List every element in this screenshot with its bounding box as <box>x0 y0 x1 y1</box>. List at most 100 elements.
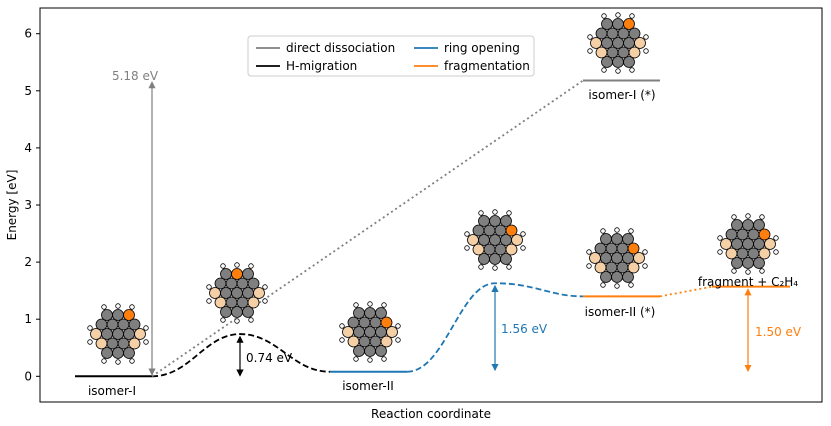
molecule-isomer-i-atom <box>128 318 141 331</box>
molecule-isomer-ii-hydrogen <box>353 356 359 362</box>
molecule-isomer-i-hydrogen <box>87 325 93 331</box>
molecule-isomer-ii-star-hydrogen <box>586 263 592 269</box>
molecule-isomer-i-atom <box>134 328 146 340</box>
molecule-isomer-i-atom <box>95 337 108 350</box>
molecule-h-migration-ts-atom <box>247 277 260 290</box>
molecule-isomer-ii-star-hydrogen <box>586 249 592 255</box>
y-axis-label: Energy [eV] <box>5 170 19 241</box>
legend: direct dissociation H-migration ring ope… <box>247 35 535 77</box>
ring-opening-curve <box>406 282 584 373</box>
molecule-isomer-i-atom <box>90 328 102 340</box>
level-label-isomer-i-star: isomer-I (*) <box>588 88 655 102</box>
y-tick-label-2: 2 <box>24 255 32 269</box>
molecule-isomer-i-hydrogen <box>143 339 149 345</box>
molecule-isomer-ii-atom <box>386 326 398 338</box>
molecule-isomer-ii-star-hydrogen <box>628 282 634 288</box>
molecule-isomer-ii-atom <box>347 335 360 348</box>
molecule-isomer-ii-star-hydrogen <box>628 228 634 234</box>
y-tick-label-1: 1 <box>24 312 32 326</box>
molecule-isomer-ii-atom <box>364 307 376 319</box>
molecule-isomer-ii-star-atom <box>600 233 612 245</box>
molecule-isomer-ii-hydrogen <box>395 337 401 343</box>
molecule-isomer-i-star-hydrogen <box>587 48 593 54</box>
molecule-ring-opening-ts-atom <box>478 215 490 227</box>
molecule-ring-opening-ts-hydrogen <box>464 245 470 251</box>
molecule-h-migration-ts-atom <box>220 268 232 280</box>
molecule-isomer-ii-hydrogen <box>367 301 373 307</box>
molecule-isomer-ii <box>339 301 401 363</box>
level-label-isomer-i: isomer-I <box>88 384 136 398</box>
molecule-ring-opening-ts-atom <box>472 224 485 237</box>
molecule-ring-opening-ts-atom <box>467 234 479 246</box>
molecule-fragment-hydrogen <box>759 214 765 220</box>
molecule-fragment-atom <box>753 257 765 269</box>
direct-dissociation-line <box>151 79 584 378</box>
molecule-h-migration-ts-atom <box>242 268 254 280</box>
molecule-ring-opening-ts-atom <box>500 253 512 265</box>
molecule-isomer-i-atom <box>128 337 141 350</box>
molecule-fragment-atom <box>758 228 771 241</box>
annotation-1-50-ev: 1.50 eV <box>755 325 802 339</box>
molecule-fragment-hydrogen <box>731 268 737 274</box>
molecule-isomer-i-star-atom <box>595 27 608 40</box>
molecule-isomer-ii-star-atom <box>600 271 612 283</box>
molecule-h-migration-ts-hydrogen <box>206 284 212 290</box>
level-label-isomer-ii: isomer-II <box>342 379 394 393</box>
molecule-isomer-ii-star-atom <box>633 252 645 264</box>
molecule-isomer-i <box>87 303 149 365</box>
molecule-isomer-ii-hydrogen <box>353 302 359 308</box>
molecule-isomer-ii-atom <box>347 316 360 329</box>
molecule-ring-opening-ts-atom <box>489 253 501 265</box>
level-label-isomer-ii-star: isomer-II (*) <box>585 305 656 319</box>
molecule-isomer-i-star-hydrogen <box>615 68 621 74</box>
molecule-isomer-ii-star-hydrogen <box>614 283 620 289</box>
y-tick-label-0: 0 <box>24 369 32 383</box>
molecule-fragment-atom <box>725 247 738 260</box>
molecule-isomer-ii-star-atom <box>622 271 634 283</box>
molecule-isomer-i-star-atom <box>595 46 608 59</box>
molecule-h-migration-ts-atom <box>253 287 265 299</box>
molecule-isomer-i-star-hydrogen <box>629 67 635 73</box>
molecule-isomer-i-star-atom <box>634 37 646 49</box>
molecule-h-migration-ts-hydrogen <box>234 262 240 268</box>
molecule-isomer-ii-atom <box>375 345 387 357</box>
molecule-isomer-i-star-hydrogen <box>643 34 649 40</box>
molecule-fragment-atom <box>725 228 738 241</box>
molecule-isomer-i-star-atom <box>612 18 624 30</box>
molecule-isomer-i-star-hydrogen <box>629 13 635 19</box>
molecule-isomer-i-star-atom <box>623 56 635 68</box>
molecule-isomer-i-atom <box>112 347 124 359</box>
molecule-ring-opening-ts-hydrogen <box>520 231 526 237</box>
molecule-ring-opening-ts-atom <box>500 215 512 227</box>
molecule-h-migration-ts-atom <box>209 287 221 299</box>
molecule-isomer-i-hydrogen <box>143 325 149 331</box>
molecule-isomer-ii-star-atom <box>622 233 634 245</box>
molecule-isomer-i-star-atom <box>628 27 641 40</box>
molecule-ring-opening-ts-hydrogen <box>506 210 512 216</box>
molecule-isomer-ii-hydrogen <box>395 323 401 329</box>
molecule-h-migration-ts-hydrogen <box>220 263 226 269</box>
molecule-fragment-atom <box>753 219 765 231</box>
molecule-h-migration-ts-hydrogen <box>262 284 268 290</box>
molecule-fragment <box>717 213 779 275</box>
molecule-ring-opening-ts-hydrogen <box>464 231 470 237</box>
molecule-isomer-ii-star-atom <box>627 242 640 255</box>
fragmentation-connector <box>659 285 713 298</box>
molecule-fragment-atom <box>758 247 771 260</box>
molecule-ring-opening-ts-atom <box>489 215 501 227</box>
molecule-h-migration-ts <box>206 262 268 324</box>
molecule-ring-opening-ts <box>464 209 526 271</box>
molecule-isomer-i-atom <box>123 347 135 359</box>
molecule-h-migration-ts-atom <box>214 296 227 309</box>
molecule-isomer-ii-hydrogen <box>381 356 387 362</box>
molecule-h-migration-ts-hydrogen <box>220 317 226 323</box>
molecule-isomer-i-star-hydrogen <box>601 67 607 73</box>
molecule-isomer-ii-hydrogen <box>339 337 345 343</box>
molecule-ring-opening-ts-hydrogen <box>492 209 498 215</box>
molecule-isomer-ii-star-hydrogen <box>642 263 648 269</box>
molecule-fragment-hydrogen <box>745 213 751 219</box>
molecule-h-migration-ts-atom <box>231 306 243 318</box>
molecule-isomer-ii-star-atom <box>594 261 607 274</box>
